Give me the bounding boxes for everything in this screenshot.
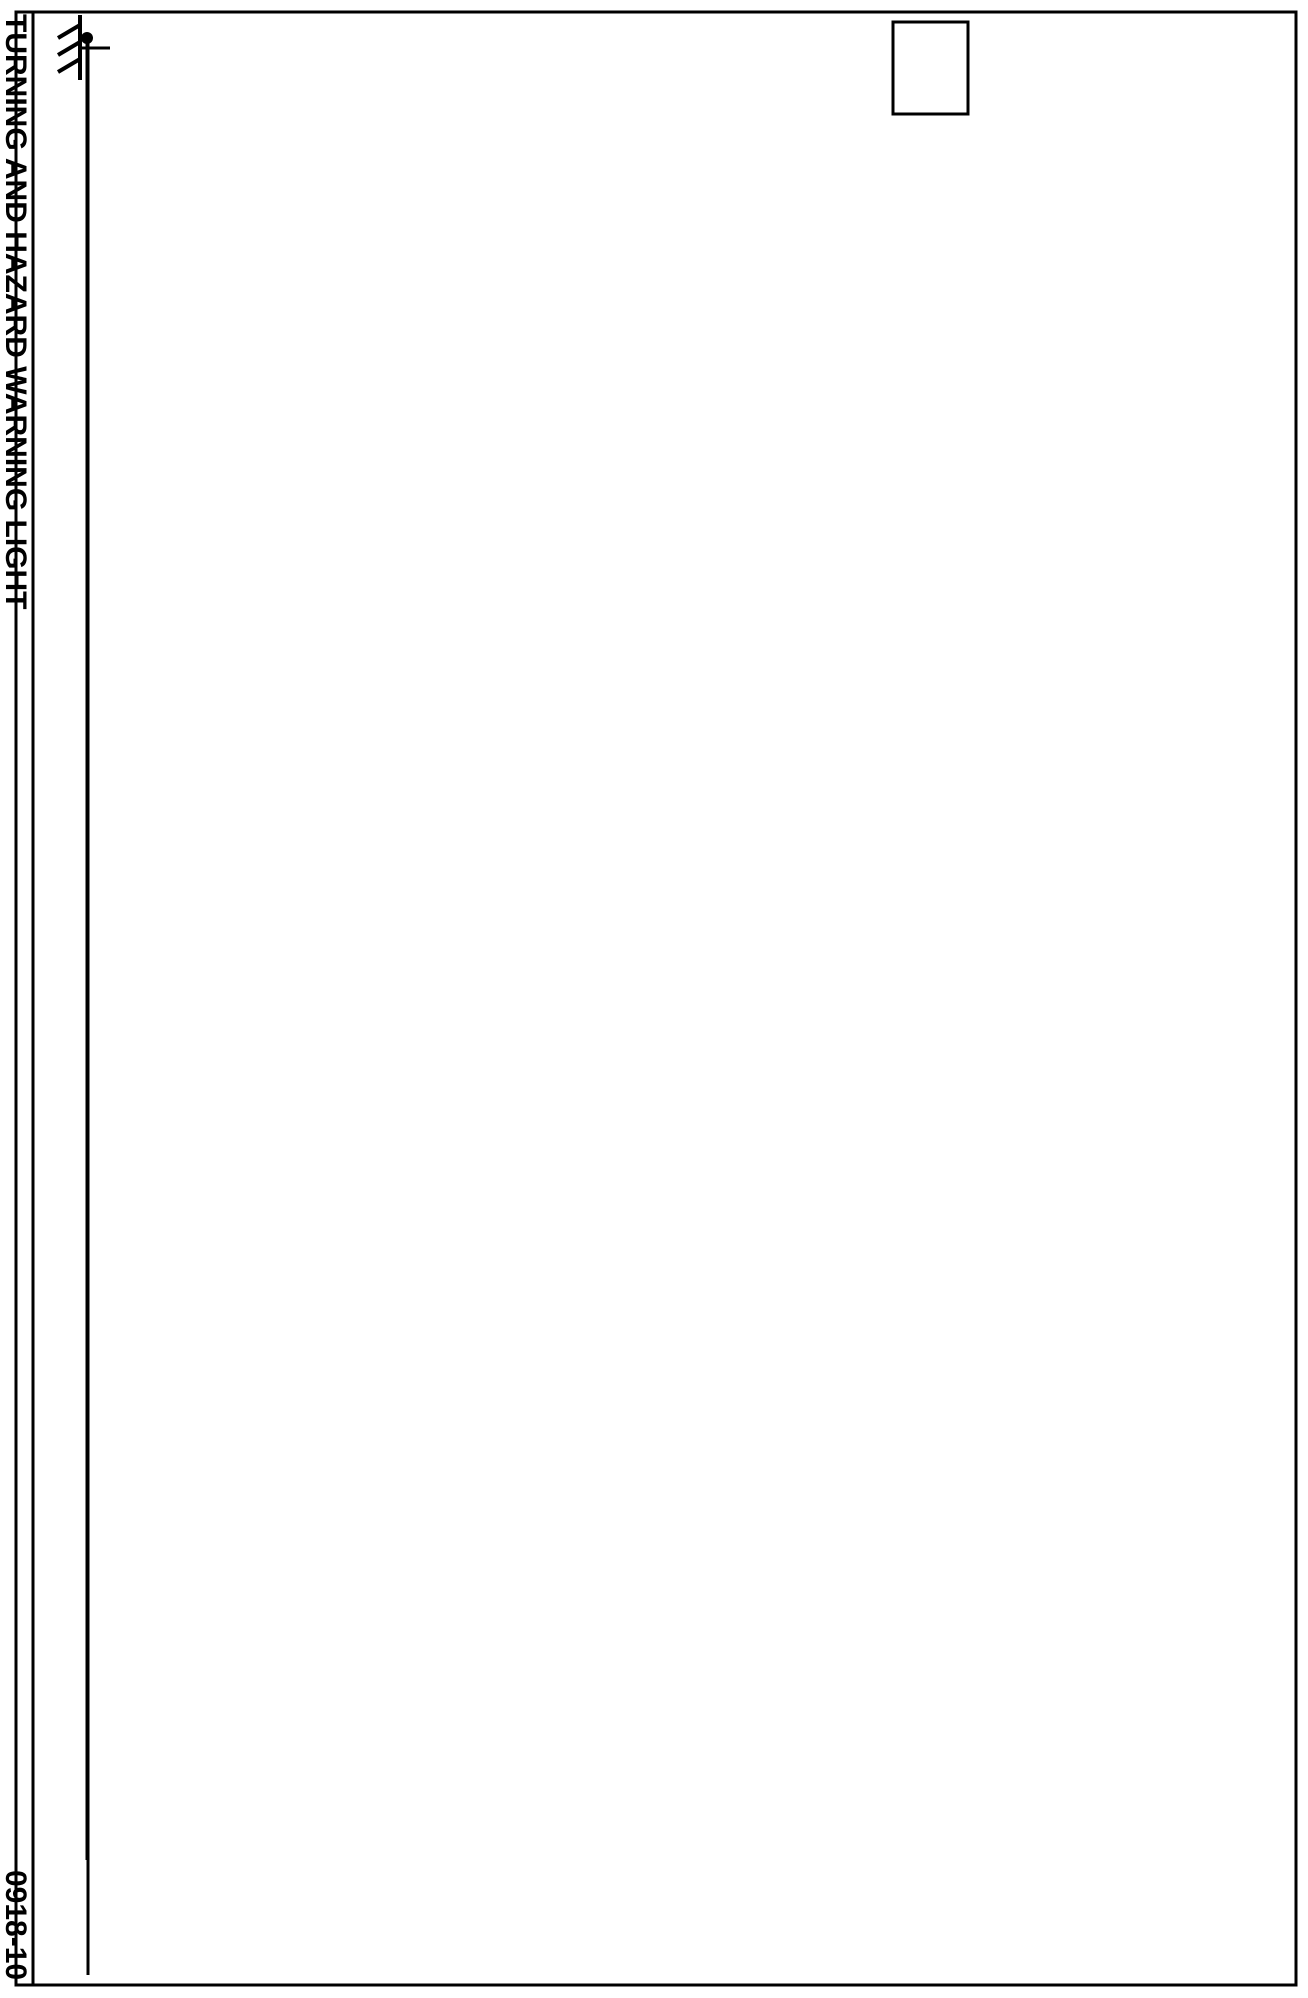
page-title: TURNING AND HAZARD WARNING LIGHT (0, 14, 32, 610)
page-code: 0918-10 (0, 1870, 32, 1980)
battery (891, 20, 970, 116)
page-frame (14, 10, 1298, 1987)
ground-symbol-icon (56, 15, 82, 80)
